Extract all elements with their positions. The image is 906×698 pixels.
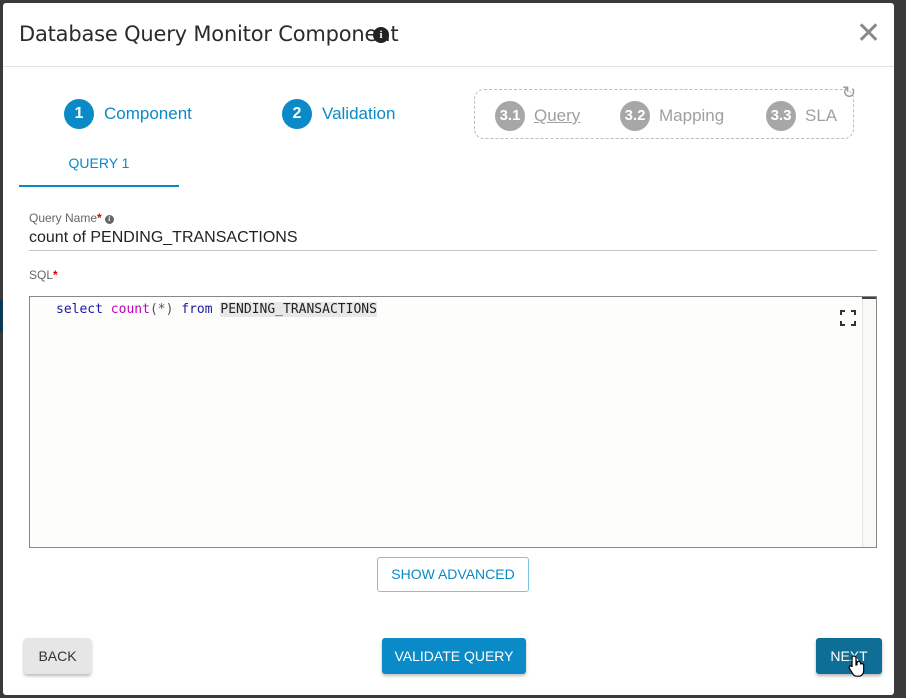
sql-code-line: select count(*) from PENDING_TRANSACTION… bbox=[56, 300, 377, 320]
sql-label: SQL* bbox=[29, 268, 58, 282]
substep-label: SLA bbox=[805, 106, 838, 125]
validate-query-button[interactable]: VALIDATE QUERY bbox=[382, 638, 526, 674]
sql-paren: ( bbox=[149, 302, 158, 317]
sql-star: * bbox=[157, 302, 166, 317]
sql-keyword: select bbox=[56, 302, 103, 317]
sql-table-name: PENDING_TRANSACTIONS bbox=[220, 302, 377, 317]
sql-label-text: SQL bbox=[29, 268, 54, 282]
back-button[interactable]: BACK bbox=[24, 638, 91, 674]
fullscreen-icon[interactable] bbox=[840, 310, 856, 326]
query-name-label-text: Query Name bbox=[29, 211, 98, 225]
info-icon[interactable]: i bbox=[373, 27, 389, 43]
backdrop bbox=[0, 300, 4, 332]
hand-cursor-icon bbox=[848, 655, 865, 677]
dialog-header: Database Query Monitor Component i ✕ bbox=[3, 3, 894, 67]
step-component[interactable]: 1 Component bbox=[64, 99, 192, 129]
refresh-icon[interactable]: ↻ bbox=[841, 83, 857, 103]
close-icon[interactable]: ✕ bbox=[856, 16, 882, 51]
query-name-input[interactable] bbox=[29, 225, 877, 251]
substep-number: 3.3 bbox=[766, 101, 796, 131]
substep-number: 3.2 bbox=[620, 101, 650, 131]
substeps-group: 3.1 Query 3.2 Mapping 3.3 SLA bbox=[474, 89, 854, 139]
query-name-label: Query Name*i bbox=[29, 211, 114, 225]
step-number: 1 bbox=[64, 99, 94, 129]
sql-paren: ) bbox=[165, 302, 174, 317]
sql-keyword: from bbox=[181, 302, 213, 317]
step-number: 2 bbox=[282, 99, 312, 129]
step-label: Validation bbox=[322, 104, 396, 123]
sql-function: count bbox=[110, 302, 150, 317]
tab-query-1[interactable]: QUERY 1 bbox=[19, 149, 179, 187]
substep-label: Query bbox=[534, 106, 581, 125]
modal-dialog: Database Query Monitor Component i ✕ 1 C… bbox=[3, 3, 894, 695]
info-icon[interactable]: i bbox=[104, 215, 114, 224]
substep-mapping[interactable]: 3.2 Mapping bbox=[620, 101, 724, 131]
dialog-title: Database Query Monitor Component bbox=[19, 22, 399, 46]
substep-number: 3.1 bbox=[495, 101, 525, 131]
editor-scrollbar[interactable] bbox=[862, 297, 876, 547]
required-marker: * bbox=[97, 211, 102, 225]
show-advanced-button[interactable]: SHOW ADVANCED bbox=[377, 557, 529, 592]
substep-query[interactable]: 3.1 Query bbox=[495, 101, 580, 131]
sql-editor[interactable]: select count(*) from PENDING_TRANSACTION… bbox=[29, 296, 877, 548]
step-label: Component bbox=[104, 104, 192, 123]
step-validation[interactable]: 2 Validation bbox=[282, 99, 395, 129]
scrollbar-thumb[interactable] bbox=[862, 297, 876, 299]
required-marker: * bbox=[53, 268, 58, 282]
substep-label: Mapping bbox=[659, 106, 725, 125]
substep-sla[interactable]: 3.3 SLA bbox=[766, 101, 837, 131]
